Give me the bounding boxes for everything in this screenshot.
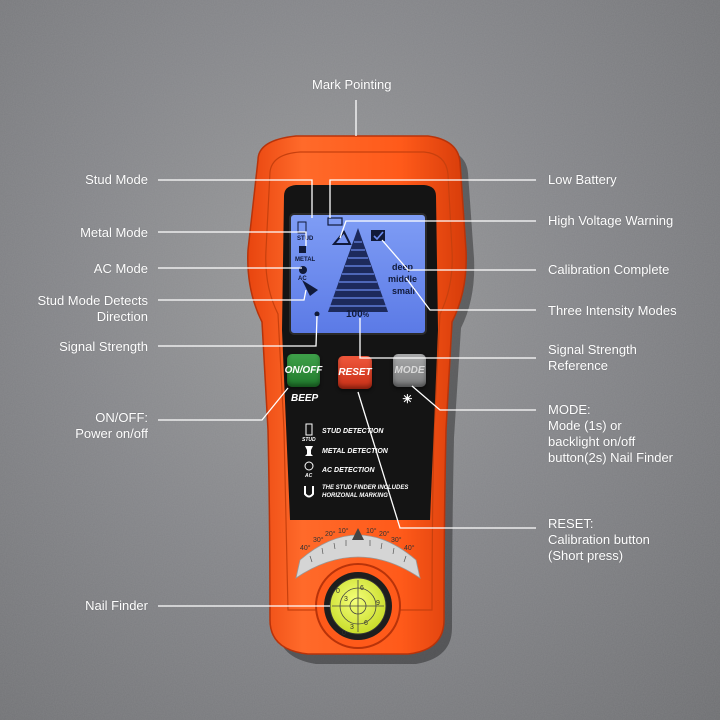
lcd-signal-reading: 100% <box>346 309 369 320</box>
label-metal-mode: Metal Mode <box>80 225 148 240</box>
label-reset-3: (Short press) <box>548 548 624 563</box>
reset-button[interactable]: RESET <box>338 356 372 389</box>
calibration-complete-icon <box>371 230 385 241</box>
level-number: 0 <box>342 630 346 637</box>
label-onoff-2: Power on/off <box>75 426 148 441</box>
panel-stud-small: STUD <box>302 437 316 443</box>
onoff-button[interactable]: ON/OFF <box>285 354 322 387</box>
label-high-voltage: High Voltage Warning <box>548 213 674 228</box>
label-low-battery: Low Battery <box>548 172 617 187</box>
panel-ac-detection: AC DETECTION <box>322 467 375 474</box>
label-mode-1: MODE: <box>548 402 591 417</box>
metal-mode-icon <box>299 246 306 253</box>
panel-marking-line-1: THE STUD FINDER INCLUDES <box>322 485 409 491</box>
lcd-reading-percent: % <box>362 312 369 319</box>
mode-button[interactable]: MODE <box>393 354 426 387</box>
label-stud-direction-1: Stud Mode Detects <box>37 293 148 308</box>
panel-metal-detection: METAL DETECTION <box>322 448 388 455</box>
label-mode-2: Mode (1s) or <box>548 418 622 433</box>
lcd-stud-label: STUD <box>297 236 314 242</box>
backlight-icon: ☀ <box>402 392 413 406</box>
lcd-small-label: small <box>392 286 416 296</box>
signal-strength-bars-icon <box>328 228 388 312</box>
panel-marking-line-2: HORIZONAL MARKING <box>322 493 388 499</box>
direction-arrow-left-icon <box>302 280 318 296</box>
ac-detection-icon <box>304 461 314 471</box>
dial-degree: 20° <box>325 531 336 538</box>
label-three-modes: Three Intensity Modes <box>548 303 677 318</box>
level-number: 3 <box>344 596 348 603</box>
label-reference-2: Reference <box>548 358 608 373</box>
lcd-metal-label: METAL <box>295 257 316 263</box>
panel-ac-small: AC <box>305 473 313 479</box>
label-calibration-complete: Calibration Complete <box>548 262 670 277</box>
angle-dial <box>295 534 421 579</box>
level-number: 0 <box>336 588 340 595</box>
lcd-middle-label: middle <box>388 274 418 284</box>
label-onoff-1: ON/OFF: <box>95 410 148 425</box>
label-mode-3: backlight on/off <box>548 434 636 449</box>
label-reference-1: Signal Strength <box>548 342 637 357</box>
dial-degree: 10° <box>366 528 377 535</box>
label-stud-mode: Stud Mode <box>85 172 148 187</box>
ac-mode-icon <box>299 266 307 274</box>
dial-degree: 30° <box>313 537 324 544</box>
level-number: 3 <box>350 624 354 631</box>
magnet-icon <box>304 486 314 498</box>
level-number: 9 <box>376 600 380 607</box>
panel-stud-detection: STUD DETECTION <box>322 428 384 435</box>
metal-detection-icon <box>305 446 313 456</box>
lcd-reading-value: 100 <box>346 309 363 320</box>
label-reset-2: Calibration button <box>548 532 650 547</box>
level-number: 6 <box>364 620 368 627</box>
label-ac-mode: AC Mode <box>93 261 148 276</box>
label-signal-strength: Signal Strength <box>59 339 148 354</box>
label-mode-4: button(2s) Nail Finder <box>548 450 673 465</box>
dial-degree: 40° <box>300 545 311 552</box>
label-mark-pointing: Mark Pointing <box>312 77 392 92</box>
level-number: 6 <box>360 585 364 592</box>
label-nail-finder: Nail Finder <box>85 598 148 613</box>
dial-degree: 40° <box>404 545 415 552</box>
dial-degree: 20° <box>379 531 390 538</box>
beep-label: BEEP <box>291 393 319 404</box>
dial-degree: 30° <box>391 537 402 544</box>
label-stud-direction-2: Direction <box>96 309 148 324</box>
dial-degree: 10° <box>338 528 349 535</box>
lcd-ac-label: AC <box>298 276 307 282</box>
label-reset-1: RESET: <box>548 516 594 531</box>
stud-detection-icon <box>305 423 313 436</box>
lcd-deep-label: deep <box>392 262 414 272</box>
